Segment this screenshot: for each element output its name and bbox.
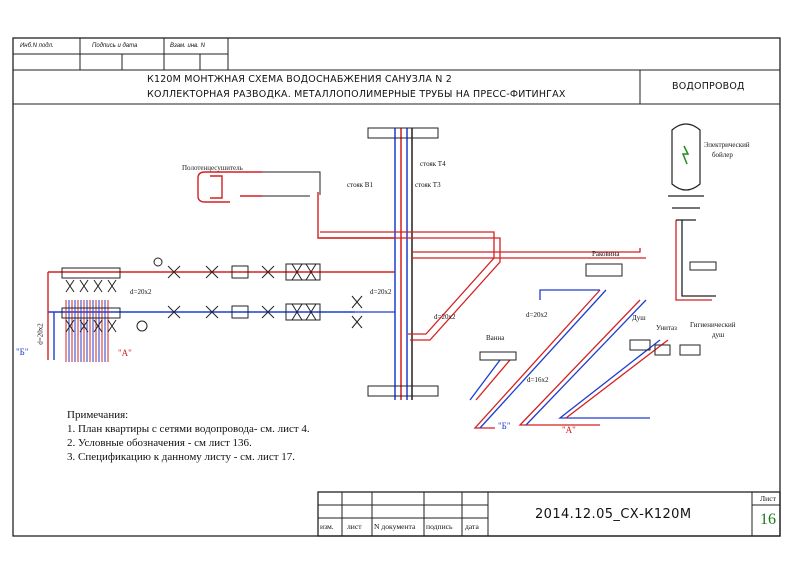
note-3: 3. Спецификацию к данному листу - см. ли… bbox=[67, 451, 296, 463]
header-section: ВОДОПРОВОД bbox=[672, 81, 745, 92]
label-d16x2: d=16x2 bbox=[527, 376, 549, 384]
label-a-right: "А" bbox=[562, 425, 576, 435]
valves-bottom bbox=[136, 295, 363, 332]
label-hyg-shower-1: Гигиенический bbox=[690, 321, 736, 329]
valves-top bbox=[153, 257, 321, 281]
label-d20x2-c: d=20x2 bbox=[434, 313, 456, 321]
boiler bbox=[668, 123, 704, 221]
label-boiler-1: Электрический bbox=[704, 141, 750, 149]
header-line-2: КОЛЛЕКТОРНАЯ РАЗВОДКА. МЕТАЛЛОПОЛИМЕРНЫЕ… bbox=[147, 89, 566, 100]
label-d20x2-d: d=20x2 bbox=[526, 311, 548, 319]
collector-manifold bbox=[61, 267, 121, 333]
label-d20x2-a: d=20x2 bbox=[130, 288, 152, 296]
label-a-left: "А" bbox=[118, 348, 132, 358]
label-bath: Ванна bbox=[486, 334, 505, 342]
label-riser-t3: стояк Т3 bbox=[415, 181, 441, 189]
col-izm: изм. bbox=[320, 522, 334, 531]
col-signature: подпись bbox=[426, 522, 453, 531]
label-boiler-2: бойлер bbox=[712, 151, 733, 159]
col-doc: N документа bbox=[374, 522, 416, 531]
fixtures bbox=[479, 261, 717, 361]
note-1: 1. План квартиры с сетями водопровода- с… bbox=[67, 423, 310, 435]
label-d20x2-b: d=20x2 bbox=[370, 288, 392, 296]
sheet-number: 16 bbox=[760, 511, 776, 528]
label-sink: Раковина bbox=[592, 250, 620, 258]
label-riser-b1: стояк В1 bbox=[347, 181, 373, 189]
label-toilet: Унитаз bbox=[656, 324, 677, 332]
label-d20x2-e: d=20x2 bbox=[36, 323, 45, 345]
label-shower: Душ bbox=[632, 314, 646, 322]
label-b-right: "Б" bbox=[498, 421, 511, 431]
col-date: дата bbox=[465, 522, 479, 531]
notes-title: Примечания: bbox=[67, 409, 129, 421]
distribution-piping bbox=[320, 220, 716, 429]
collector-piping bbox=[47, 271, 395, 362]
sheet-label: Лист bbox=[760, 494, 776, 503]
header-line-1: К120М МОНТЖНАЯ СХЕМА ВОДОСНАБЖЕНИЯ САНУЗ… bbox=[147, 74, 453, 85]
note-2: 2. Условные обозначения - см лист 136. bbox=[67, 437, 252, 449]
label-b-left: "Б" bbox=[16, 347, 29, 357]
title-block-frame bbox=[317, 491, 781, 537]
col-list: лист bbox=[347, 522, 362, 531]
stamp-podpis-data: Подпись и дата bbox=[92, 43, 138, 49]
label-riser-t4: стояк Т4 bbox=[420, 160, 446, 168]
drawing-code: 2014.12.05_СХ-К120М bbox=[535, 507, 692, 522]
stamp-vzam-inv: Взам. инв. N bbox=[170, 43, 205, 49]
label-hyg-shower-2: душ bbox=[712, 331, 725, 339]
stamp-inv-podl: Инб.N подл. bbox=[20, 43, 54, 49]
label-towel-dryer: Полотенцесушитель bbox=[182, 164, 243, 172]
risers bbox=[367, 127, 439, 400]
notes-block: Примечания: 1. План квартиры с сетями во… bbox=[67, 408, 310, 464]
